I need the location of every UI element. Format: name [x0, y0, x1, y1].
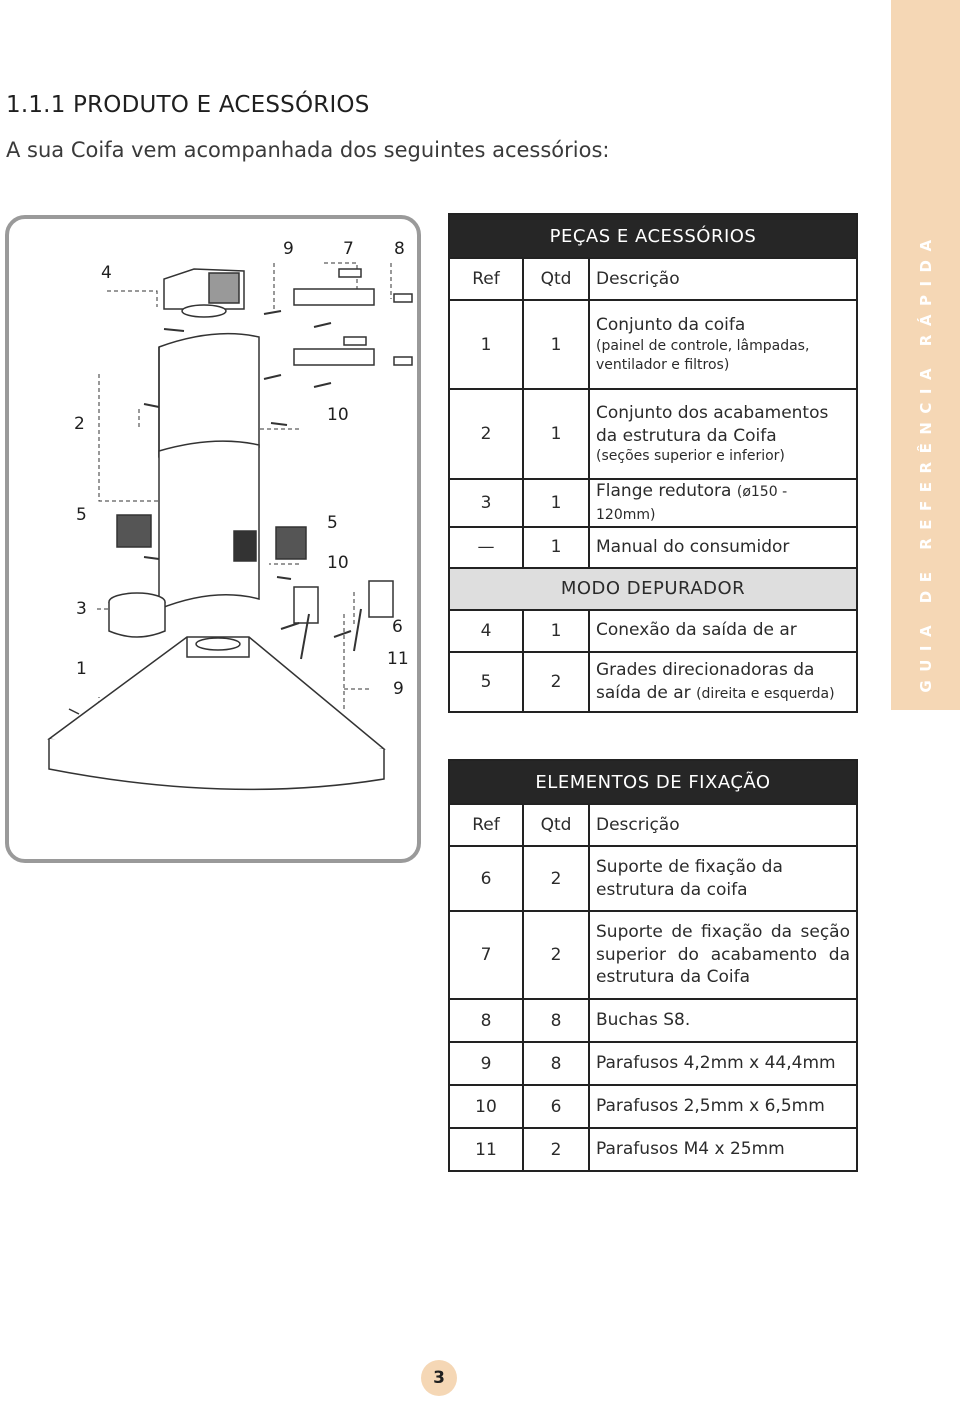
- cell-ref: 4: [448, 608, 524, 653]
- desc-main: Conjunto da coifa: [596, 315, 746, 336]
- callout-6: 6: [392, 617, 403, 637]
- mode-subtitle: MODO DEPURADOR: [448, 566, 858, 611]
- cell-qty: 2: [522, 1127, 590, 1172]
- cell-desc: Buchas S8.: [588, 998, 858, 1043]
- cell-qty: 2: [522, 845, 590, 912]
- cell-ref: —: [448, 525, 524, 569]
- callout-4: 4: [101, 263, 112, 283]
- callout-7: 7: [343, 239, 354, 259]
- cell-qty: 2: [522, 650, 590, 713]
- cell-ref: 6: [448, 845, 524, 912]
- section-heading: 1.1.1 PRODUTO E ACESSÓRIOS: [6, 92, 370, 118]
- desc-main: Flange redutora: [596, 481, 732, 501]
- cell-desc: Conjunto dos acabamentos da estrutura da…: [588, 388, 858, 480]
- table-row: 7 2 Suporte de fixação da seção superior…: [448, 910, 858, 1000]
- parts-table-title: PEÇAS E ACESSÓRIOS: [448, 213, 858, 259]
- cell-ref: 9: [448, 1041, 524, 1086]
- cell-desc: Grades direcionadoras da saída de ar (di…: [588, 650, 858, 713]
- callout-1: 1: [76, 659, 87, 679]
- cell-qty: 1: [522, 608, 590, 653]
- cell-qty: 1: [522, 525, 590, 569]
- page-number: 3: [421, 1360, 457, 1396]
- table-row: 4 1 Conexão da saída de ar: [448, 608, 858, 653]
- cell-desc: Manual do consumidor: [588, 525, 858, 569]
- desc-main: Conjunto dos acabamentos da estrutura da…: [596, 402, 829, 446]
- callout-10-b: 10: [327, 553, 349, 573]
- cell-desc: Parafusos M4 x 25mm: [588, 1127, 858, 1172]
- cell-desc: Parafusos 4,2mm x 44,4mm: [588, 1041, 858, 1086]
- callout-2: 2: [74, 414, 85, 434]
- cell-ref: 7: [448, 910, 524, 1000]
- table-row: 3 1 Flange redutora (ø150 - 120mm): [448, 478, 858, 528]
- cell-desc: Parafusos 2,5mm x 6,5mm: [588, 1084, 858, 1129]
- header-desc: Descrição: [588, 803, 858, 847]
- header-ref: Ref: [448, 257, 524, 301]
- header-ref: Ref: [448, 803, 524, 847]
- desc-note: (direita e esquerda): [696, 685, 835, 702]
- callout-5-right: 5: [327, 513, 338, 533]
- table-row: — 1 Manual do consumidor: [448, 525, 858, 569]
- exploded-view-figure: 4 9 7 8 2 10 5 5 10 3 6 1 11 9: [5, 215, 421, 863]
- cell-ref: 3: [448, 478, 524, 528]
- cell-desc: Flange redutora (ø150 - 120mm): [588, 478, 858, 528]
- header-qty: Qtd: [522, 257, 590, 301]
- table-row: 2 1 Conjunto dos acabamentos da estrutur…: [448, 388, 858, 480]
- table-row: 11 2 Parafusos M4 x 25mm: [448, 1127, 858, 1172]
- fixing-table-title: ELEMENTOS DE FIXAÇÃO: [448, 759, 858, 805]
- header-qty: Qtd: [522, 803, 590, 847]
- callout-8: 8: [394, 239, 405, 259]
- cell-ref: 2: [448, 388, 524, 480]
- table-row: 9 8 Parafusos 4,2mm x 44,4mm: [448, 1041, 858, 1086]
- callout-5-left: 5: [76, 505, 87, 525]
- desc-note: (ø150 - 120mm): [596, 484, 788, 523]
- section-intro: A sua Coifa vem acompanhada dos seguinte…: [6, 138, 610, 162]
- callout-9-bottom: 9: [393, 679, 404, 699]
- cell-desc: Conexão da saída de ar: [588, 608, 858, 653]
- cell-ref: 10: [448, 1084, 524, 1129]
- cell-qty: 1: [522, 388, 590, 480]
- desc-main: Grades direcionadoras da saída de ar: [596, 659, 815, 703]
- callout-3: 3: [76, 599, 87, 619]
- header-desc: Descrição: [588, 257, 858, 301]
- table-row: 8 8 Buchas S8.: [448, 998, 858, 1043]
- callout-9-top: 9: [283, 239, 294, 259]
- fixing-table: ELEMENTOS DE FIXAÇÃO Ref Qtd Descrição 6…: [448, 759, 858, 1172]
- sidebar-tab: [891, 0, 960, 710]
- table-row: 5 2 Grades direcionadoras da saída de ar…: [448, 650, 858, 713]
- cell-ref: 1: [448, 299, 524, 390]
- cell-ref: 8: [448, 998, 524, 1043]
- desc-note: (seções superior e inferior): [596, 448, 785, 465]
- exploded-view-drawing: [47, 262, 413, 791]
- cell-desc: Suporte de fixação da seção superior do …: [588, 910, 858, 1000]
- parts-table: PEÇAS E ACESSÓRIOS Ref Qtd Descrição 1 1…: [448, 213, 858, 713]
- table-row: 10 6 Parafusos 2,5mm x 6,5mm: [448, 1084, 858, 1129]
- cell-ref: 11: [448, 1127, 524, 1172]
- cell-desc: Conjunto da coifa (painel de controle, l…: [588, 299, 858, 390]
- cell-ref: 5: [448, 650, 524, 713]
- table-row: 1 1 Conjunto da coifa (painel de control…: [448, 299, 858, 390]
- cell-qty: 6: [522, 1084, 590, 1129]
- desc-note: (painel de controle, lâmpadas, ventilado…: [596, 338, 810, 373]
- cell-qty: 8: [522, 1041, 590, 1086]
- callout-11: 11: [387, 649, 409, 669]
- cell-desc: Suporte de fixação da estrutura da coifa: [588, 845, 858, 912]
- cell-qty: 8: [522, 998, 590, 1043]
- cell-qty: 1: [522, 478, 590, 528]
- callout-10-a: 10: [327, 405, 349, 425]
- cell-qty: 1: [522, 299, 590, 390]
- cell-qty: 2: [522, 910, 590, 1000]
- sidebar-label: GUIA DE REFERÊNCIA RÁPIDA: [917, 231, 935, 693]
- table-row: 6 2 Suporte de fixação da estrutura da c…: [448, 845, 858, 912]
